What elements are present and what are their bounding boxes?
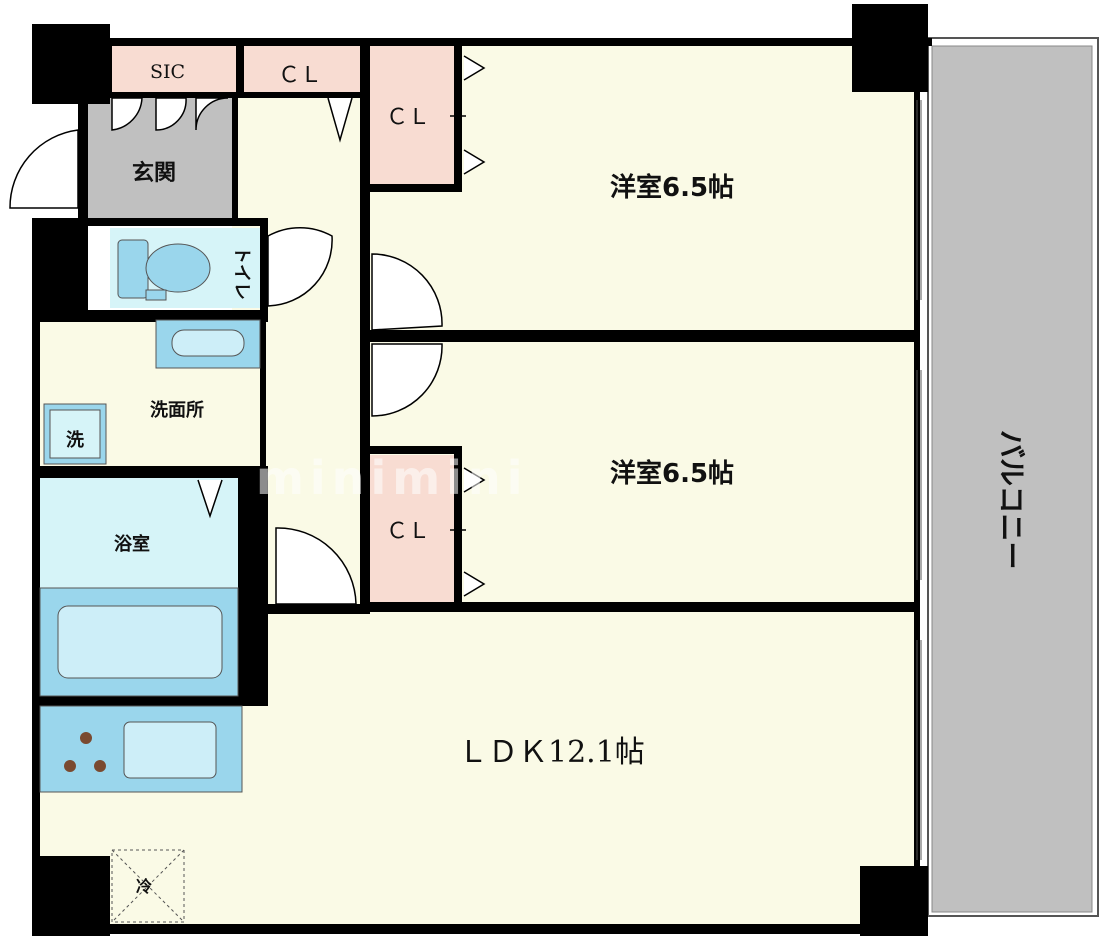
ldk-label: ＬＤＫ12.1帖 <box>458 735 645 770</box>
room-labels: SIC ＣＬ ＣＬ ＣＬ 玄関 洋室6.5帖 洋室6.5帖 トイレ 洗面所 洗 … <box>66 61 1028 896</box>
genkan-label: 玄関 <box>132 160 176 186</box>
closet-entry-label: ＣＬ <box>278 63 322 88</box>
washbasin-fixture <box>155 319 261 369</box>
closet-bedroom2-label: ＣＬ <box>386 519 430 544</box>
watermark: minimini <box>256 451 528 505</box>
bedroom1-label: 洋室6.5帖 <box>610 172 734 203</box>
entrance-door <box>9 129 79 209</box>
fridge-label: 冷 <box>136 877 152 896</box>
ldk-door <box>275 527 357 605</box>
closet-bedroom2-floor <box>368 455 454 605</box>
bedroom2-label: 洋室6.5帖 <box>610 458 734 489</box>
bathtub-fixture <box>39 587 239 697</box>
sic-label: SIC <box>150 61 185 83</box>
bedroom2-door <box>371 343 443 417</box>
kitchen-counter <box>39 705 243 793</box>
closet-entry-floor <box>244 46 362 94</box>
fixtures <box>39 239 261 923</box>
toilet-fixture <box>117 239 211 301</box>
fridge-space <box>111 849 185 923</box>
washer-fixture <box>43 403 107 465</box>
washroom-label: 洗面所 <box>150 399 204 421</box>
bedroom1-door <box>371 253 443 331</box>
stove-burner <box>94 760 106 772</box>
sic-floor <box>112 46 236 94</box>
doors <box>9 55 486 605</box>
washer-label: 洗 <box>66 429 84 451</box>
bathroom-label: 浴室 <box>114 533 150 555</box>
balcony <box>927 37 1099 917</box>
toilet-door <box>267 226 333 307</box>
closet-bedroom1-label: ＣＬ <box>386 105 430 130</box>
toilet-label: トイレ <box>231 246 252 300</box>
closet-bedroom1-floor <box>368 46 454 184</box>
stove-burner <box>64 760 76 772</box>
balcony-label: バルコニー <box>995 430 1028 569</box>
windows <box>916 100 922 860</box>
stove-burner <box>80 732 92 744</box>
